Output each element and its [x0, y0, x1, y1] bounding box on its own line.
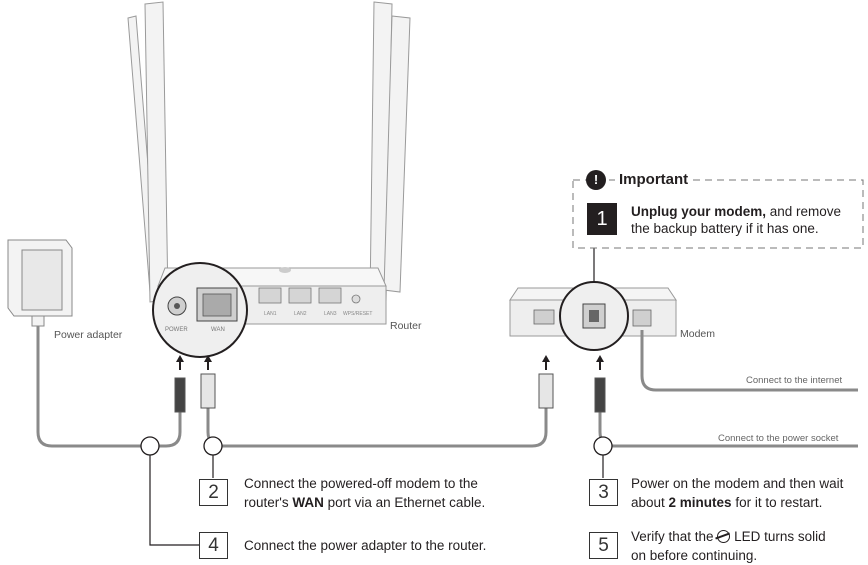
- router-port-wan-label: WAN: [211, 327, 225, 333]
- step-5-line1-pre: Verify that the: [631, 529, 718, 544]
- router-antennas: [127, 1, 411, 303]
- important-title: Important: [615, 171, 693, 188]
- step-5-number: 5: [589, 532, 618, 559]
- router-label: Router: [390, 320, 422, 332]
- step-5-line2: on before continuing.: [631, 548, 758, 563]
- modem: [509, 281, 677, 351]
- step-3-text: Power on the modem and then wait about 2…: [631, 474, 866, 512]
- step-1-rest: and remove: [766, 204, 842, 219]
- step-1-line2: the backup battery if it has one.: [631, 221, 819, 236]
- step-2-line2-pre: router's: [244, 495, 293, 510]
- step-2-line2-post: port via an Ethernet cable.: [323, 495, 486, 510]
- router-port-lan2-label: LAN2: [294, 311, 307, 317]
- cables: [36, 326, 858, 448]
- step-4-line1: Connect the power adapter to the router.: [244, 538, 487, 553]
- router-ports-magnifier: [152, 262, 248, 358]
- step-3-line2-bold: 2 minutes: [668, 495, 732, 510]
- connect-power-socket-label: Connect to the power socket: [718, 433, 839, 444]
- important-box-border: [572, 179, 864, 249]
- step-2-text: Connect the powered-off modem to the rou…: [244, 474, 544, 512]
- connect-internet-label: Connect to the internet: [746, 375, 843, 386]
- internet-led-icon: [715, 530, 731, 543]
- step-3-line2-pre: about: [631, 495, 669, 510]
- plugs: [174, 373, 606, 413]
- exclamation-icon: !: [586, 170, 606, 190]
- step-1-bold: Unplug your modem,: [631, 204, 766, 219]
- step-4-number: 4: [199, 532, 228, 559]
- step-3-line1: Power on the modem and then wait: [631, 476, 844, 491]
- step-1-text: Unplug your modem, and remove the backup…: [631, 203, 861, 237]
- insert-arrows: [176, 355, 604, 370]
- router-port-lan1-label: LAN1: [264, 311, 277, 317]
- power-adapter-label: Power adapter: [54, 329, 123, 341]
- step-3-number: 3: [589, 479, 618, 506]
- step-5-text: Verify that the LED turns solid on befor…: [631, 527, 866, 565]
- step-2-number: 2: [199, 479, 228, 506]
- router-port-power-label: POWER: [165, 327, 188, 333]
- router-port-lan3-label: LAN3: [324, 311, 337, 317]
- step-1-number: 1: [587, 203, 617, 235]
- step-3-line2-post: for it to restart.: [731, 495, 823, 510]
- leader-lines: [149, 248, 604, 546]
- step-2-line2-bold: WAN: [292, 495, 324, 510]
- callout-markers: [140, 436, 613, 456]
- step-4-text: Connect the power adapter to the router.: [244, 536, 544, 555]
- step-5-line1-post: LED turns solid: [730, 529, 826, 544]
- modem-label: Modem: [680, 328, 716, 340]
- power-adapter: [7, 239, 73, 327]
- step-2-line1: Connect the powered-off modem to the: [244, 476, 478, 491]
- router-port-wps-label: WPS/RESET: [343, 311, 373, 317]
